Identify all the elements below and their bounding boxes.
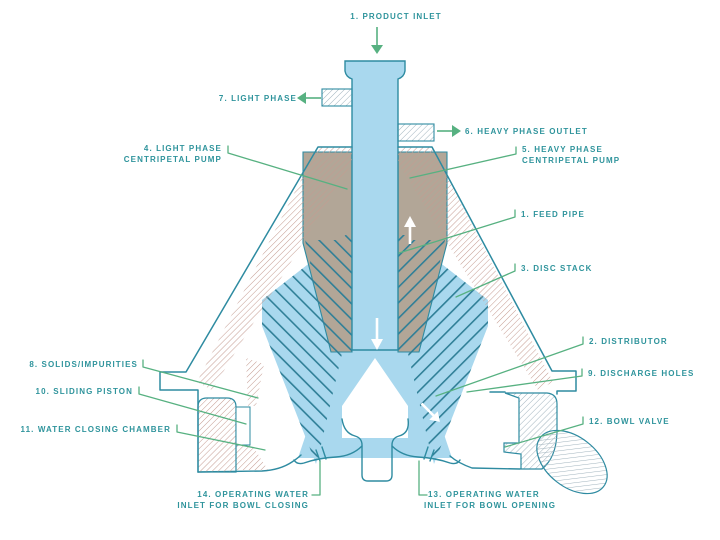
leader-light-pump (227, 145, 348, 190)
label-heavy-phase-outlet: 6. HEAVY PHASE OUTLET (465, 127, 588, 136)
bowl-bottom-right-line (449, 455, 521, 470)
spindle-outlines (197, 418, 521, 482)
leader-water-closing-chamber (176, 424, 266, 451)
leader-disc-stack (455, 263, 516, 298)
flow-arrows-green (297, 27, 461, 137)
distributor-cone (342, 358, 408, 438)
feed-flow-down-arrow-icon (371, 318, 383, 350)
bowl-walls (197, 147, 553, 470)
diagram-labels: 1. PRODUCT INLET 7. LIGHT PHASE 6. HEAVY… (21, 12, 694, 510)
label-op-water-closing-1: 14. OPERATING WATER (197, 490, 309, 499)
leader-discharge-holes (466, 368, 583, 393)
distributor-flow-arrow-icon (420, 402, 440, 422)
label-distributor: 2. DISTRIBUTOR (589, 337, 668, 346)
heavy-phase-outlet-block (397, 123, 435, 142)
leader-distributor (435, 336, 584, 397)
label-product-inlet: 1. PRODUCT INLET (350, 12, 441, 21)
label-disc-stack: 3. DISC STACK (521, 264, 593, 273)
leader-heavy-pump (409, 146, 517, 179)
leader-feed-pipe (398, 209, 516, 254)
piston-slot (235, 406, 251, 446)
bracket-op-water-closing (311, 460, 321, 496)
flow-arrows-white (371, 216, 484, 428)
water-channel-ticks-left (315, 446, 327, 462)
heavy-phase-arrow-icon (437, 125, 461, 137)
bowl-valve-ear (536, 429, 608, 495)
label-solids-impurities: 8. SOLIDS/IMPURITIES (29, 360, 138, 369)
product-inlet-arrow-icon (371, 27, 383, 54)
label-bowl-valve: 12. BOWL VALVE (589, 417, 670, 426)
bowl-bottom-left-line (197, 454, 302, 473)
bowl-outline-right (397, 146, 577, 395)
label-op-water-opening-2: INLET FOR BOWL OPENING (424, 501, 556, 510)
label-water-closing-chamber: 11. WATER CLOSING CHAMBER (21, 425, 171, 434)
leader-lines (138, 145, 584, 496)
leader-bowl-valve (504, 416, 584, 448)
label-light-pump-1: 4. LIGHT PHASE (144, 144, 222, 153)
leader-solids (142, 359, 259, 399)
spindle-neck (341, 418, 409, 482)
light-phase-arrow-icon (297, 92, 321, 104)
label-op-water-closing-2: INLET FOR BOWL CLOSING (177, 501, 309, 510)
bowl-wall-strip-left (246, 358, 264, 406)
heavy-pump-up-arrow-icon (404, 216, 416, 244)
label-light-phase: 7. LIGHT PHASE (219, 94, 297, 103)
bowl-wall-right (398, 147, 553, 390)
discharge-up-arrow-icon (472, 396, 484, 428)
label-op-water-opening-1: 13. OPERATING WATER (428, 490, 540, 499)
label-heavy-pump-1: 5. HEAVY PHASE (522, 145, 603, 154)
label-feed-pipe: 1. FEED PIPE (521, 210, 585, 219)
sliding-piston (197, 397, 237, 473)
leader-sliding-piston (138, 386, 247, 425)
bowl-wall-lower-left (236, 445, 268, 470)
label-heavy-pump-2: CENTRIPETAL PUMP (522, 156, 620, 165)
water-channel-ticks-right (423, 446, 435, 462)
label-light-pump-2: CENTRIPETAL PUMP (124, 155, 222, 164)
feed-pipe (344, 60, 406, 351)
bracket-op-water-opening (418, 460, 428, 496)
label-sliding-piston: 10. SLIDING PISTON (36, 387, 133, 396)
spindle-curve-right (391, 445, 461, 465)
label-discharge-holes: 9. DISCHARGE HOLES (588, 369, 694, 378)
bowl-wall-left (197, 147, 352, 390)
light-phase-outlet-block (321, 88, 353, 107)
